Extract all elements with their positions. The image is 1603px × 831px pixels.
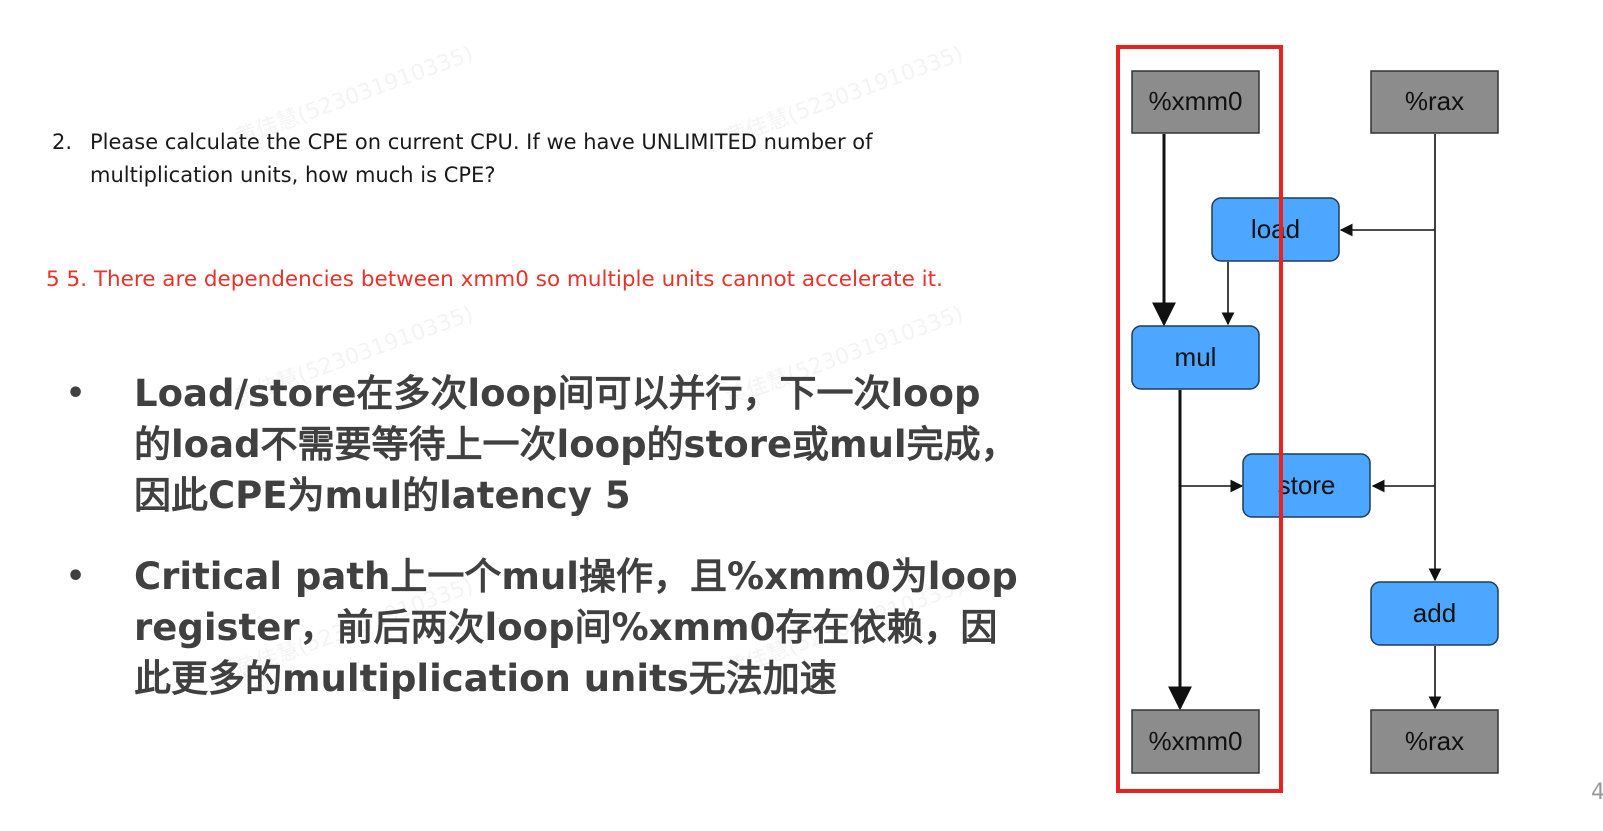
bullet-line: 因此CPE为mul的latency 5 xyxy=(134,474,631,517)
node-label: store xyxy=(1278,470,1336,500)
register-node-rax-bottom: %rax xyxy=(1370,709,1499,774)
critical-path-highlight xyxy=(1116,45,1283,793)
bullet-line: 此更多的multiplication units无法加速 xyxy=(134,657,837,700)
operation-node-load: load xyxy=(1211,197,1340,262)
node-label: %rax xyxy=(1405,726,1464,756)
node-label: %xmm0 xyxy=(1149,86,1243,116)
operation-node-add: add xyxy=(1370,581,1499,646)
bullet-line: Critical path上一个mul操作，且%xmm0为loop xyxy=(134,555,1018,598)
dataflow-diagram: %xmm0 %rax load mul store add %xmm0 %rax xyxy=(1116,45,1499,793)
question-text: 2. Please calculate the CPE on current CP… xyxy=(52,126,1092,192)
diagram-edges xyxy=(1152,134,1442,711)
register-node-xmm0-bottom: %xmm0 xyxy=(1131,709,1260,774)
question-number: 2. xyxy=(52,130,73,154)
node-label: %rax xyxy=(1405,86,1464,116)
bullet-line: Load/store在多次loop间可以并行，下一次loop xyxy=(134,372,981,415)
bullet-dot: • xyxy=(66,559,86,594)
node-label: add xyxy=(1413,598,1456,628)
register-node-rax-top: %rax xyxy=(1370,70,1499,134)
bullet-item: • Load/store在多次loop间可以并行，下一次loop 的load不需… xyxy=(60,368,1070,521)
operation-node-store: store xyxy=(1242,453,1371,518)
node-label: load xyxy=(1251,214,1300,244)
bullet-dot: • xyxy=(66,376,86,411)
bullet-list: • Load/store在多次loop间可以并行，下一次loop 的load不需… xyxy=(60,368,1070,734)
bullet-line: register，前后两次loop间%xmm0存在依赖，因 xyxy=(134,606,998,649)
node-label: %xmm0 xyxy=(1149,726,1243,756)
register-node-xmm0-top: %xmm0 xyxy=(1131,70,1260,134)
bullet-item: • Critical path上一个mul操作，且%xmm0为loop regi… xyxy=(60,551,1070,704)
answer-text: 5 5. There are dependencies between xmm0… xyxy=(46,267,943,292)
question-line-1: Please calculate the CPE on current CPU.… xyxy=(90,130,873,154)
question-line-2: multiplication units, how much is CPE? xyxy=(90,163,496,187)
page-number: 4 xyxy=(1591,780,1603,805)
bullet-line: 的load不需要等待上一次loop的store或mul完成， xyxy=(134,423,1018,466)
node-label: mul xyxy=(1175,342,1217,372)
operation-node-mul: mul xyxy=(1131,325,1260,390)
